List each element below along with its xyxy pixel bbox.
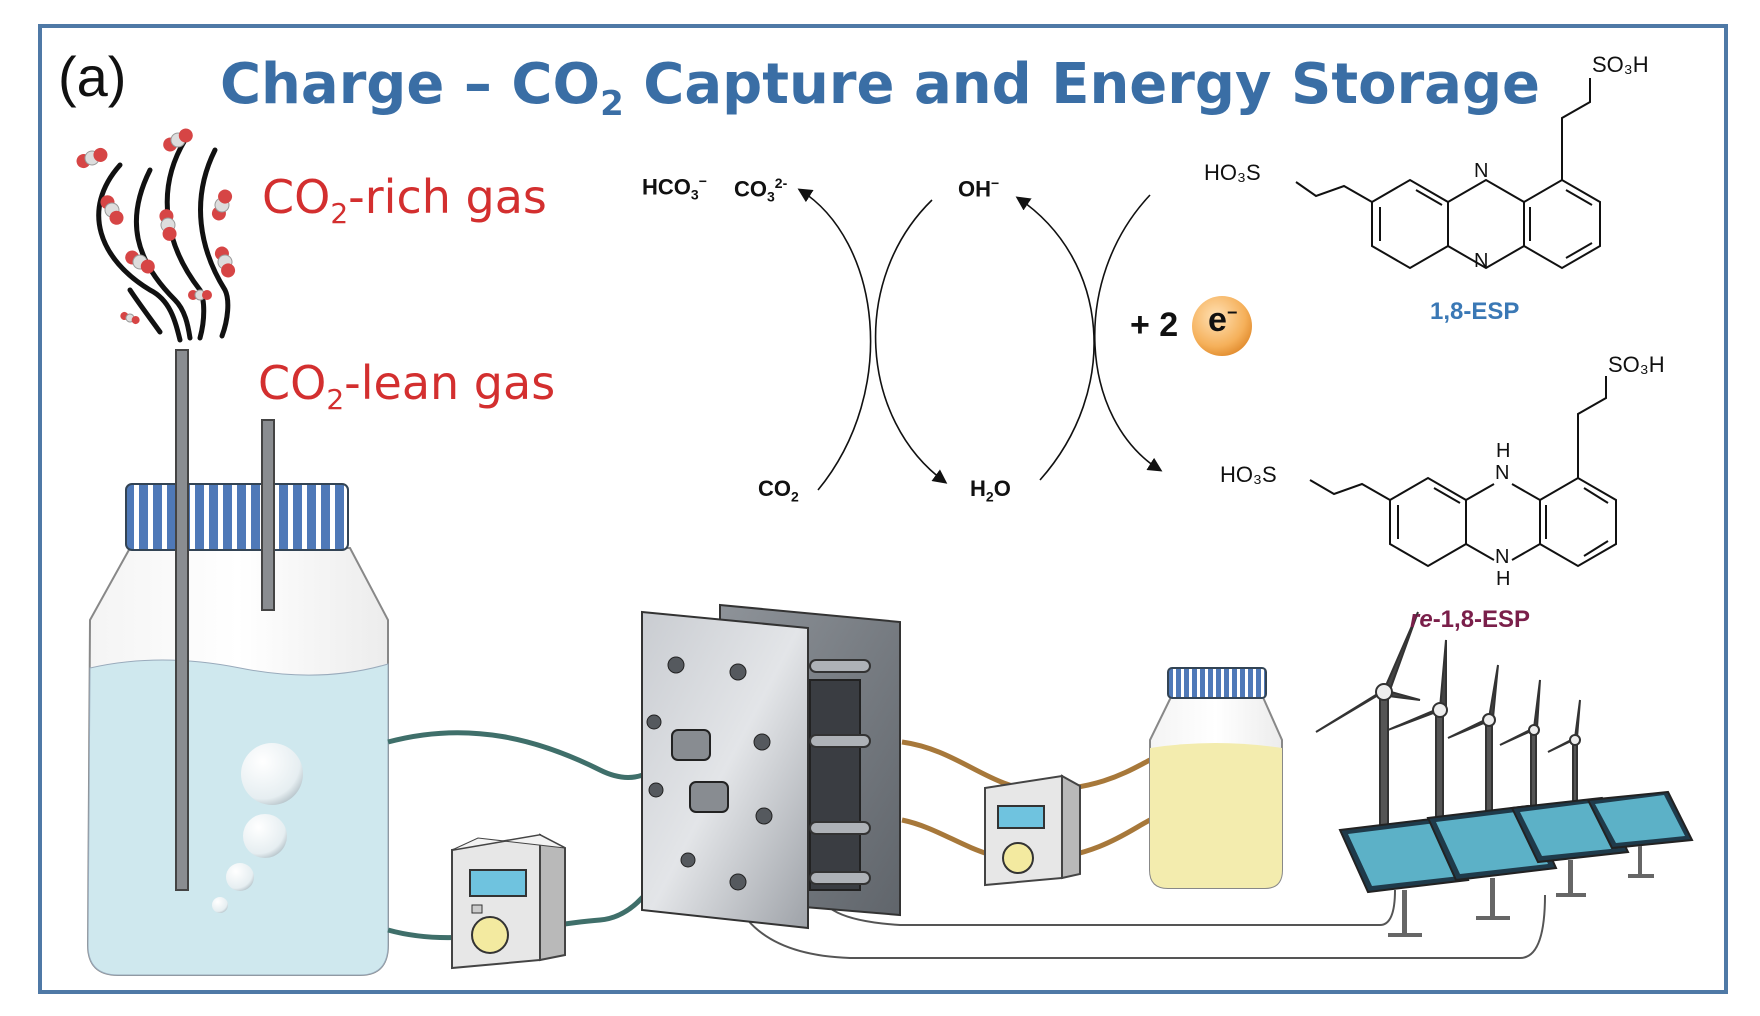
electrolyte-reservoir [1149, 667, 1283, 889]
esp-n-top: N [1474, 160, 1489, 182]
electron-charge: − [1226, 302, 1238, 323]
panel-label: (a) [58, 45, 127, 108]
figure-title: Charge – CO2 Capture and Energy Storage [0, 52, 1760, 124]
re-esp-nh-bottom-h: H [1496, 568, 1511, 590]
co2-sub: 2 [791, 488, 799, 505]
re-esp-n-top: N [1495, 462, 1510, 484]
co2-rich-suffix: -rich gas [348, 170, 547, 224]
esp-name: 1,8-ESP [1430, 298, 1520, 325]
co2-rich-prefix: CO [262, 170, 331, 224]
co3-sub: 3 [767, 188, 775, 205]
re-esp-structure [1309, 376, 1617, 568]
co2-lean-gas-label: CO2-lean gas [258, 356, 555, 416]
h2o-tail: O [993, 476, 1011, 501]
title-prefix: Charge – CO [219, 52, 601, 117]
co2-rich-sub: 2 [330, 197, 349, 231]
gas-outlet-tube [261, 419, 275, 611]
h2o-label: H2O [970, 476, 1011, 504]
pump-right [984, 774, 1081, 887]
co3-sup: 2- [774, 175, 788, 191]
re-esp-ho3s: HO₃S [1220, 462, 1277, 487]
flow-cell [641, 603, 901, 930]
reaction-arrows [797, 188, 1163, 491]
re-esp-n-bottom: N [1495, 546, 1510, 568]
co2-main: CO [758, 476, 791, 501]
esp-n-bottom: N [1474, 250, 1489, 272]
electron-symbol: e− [1208, 301, 1237, 340]
esp-structure [1295, 78, 1601, 270]
co2-rich-gas-label: CO2-rich gas [262, 170, 547, 230]
h2o-main: H [970, 476, 986, 501]
title-suffix: Capture and Energy Storage [623, 52, 1541, 117]
oh-sup: − [991, 175, 1000, 191]
bubbles [212, 743, 303, 913]
re-esp-name: re-1,8-ESP [1410, 606, 1530, 634]
co2-molecules [76, 128, 236, 325]
electron-count: + 2 [1130, 306, 1179, 344]
co2-lean-sub: 2 [326, 383, 345, 417]
hco3-label: HCO3− [642, 173, 707, 203]
hco3-main: HCO [642, 174, 691, 200]
solar-panels [1338, 790, 1694, 937]
gas-wisps [96, 137, 231, 343]
hco3-sup: − [698, 173, 707, 189]
gas-inlet-tube [175, 349, 189, 891]
oh-main: OH [958, 176, 991, 202]
co2-lean-prefix: CO [258, 356, 327, 410]
co2-lean-suffix: -lean gas [344, 356, 556, 410]
esp-ho3s: HO₃S [1204, 160, 1261, 185]
hco3-sub: 3 [690, 186, 699, 203]
absorber-jar [86, 483, 389, 976]
electron-letter: e [1208, 301, 1227, 339]
title-subscript: 2 [600, 84, 624, 125]
co3-main: CO [734, 176, 767, 202]
co2-label: CO2 [758, 476, 799, 504]
re-esp-prefix: re [1410, 606, 1433, 633]
re-esp-name-text: -1,8-ESP [1432, 606, 1531, 633]
h2o-sub: 2 [985, 488, 994, 505]
electron-sphere [1192, 296, 1252, 356]
wind-turbines [1315, 611, 1581, 841]
re-esp-nh-top-h: H [1496, 440, 1511, 462]
oh-label: OH− [958, 175, 999, 202]
co3-label: CO32- [734, 175, 787, 205]
pump-left [451, 833, 566, 970]
re-esp-so3h: SO₃H [1608, 352, 1665, 377]
esp-so3h: SO₃H [1592, 52, 1649, 77]
